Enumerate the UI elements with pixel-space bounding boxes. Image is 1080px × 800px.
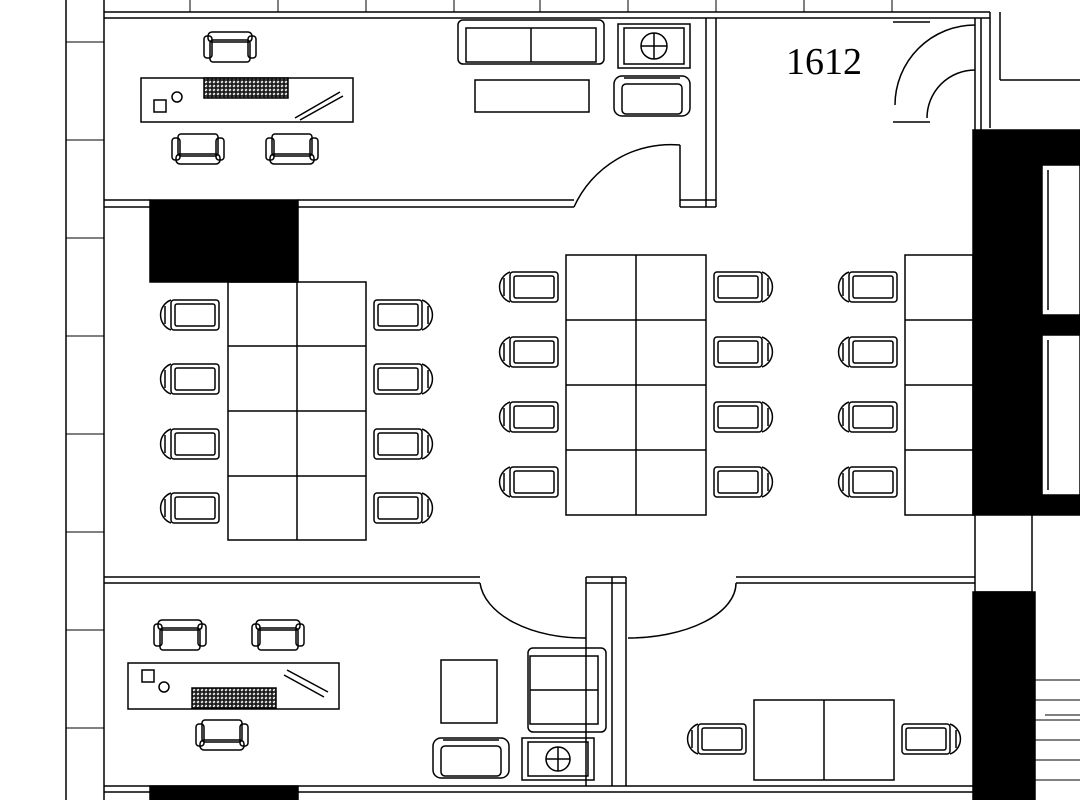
right-core <box>893 12 1080 800</box>
bottom-wall <box>104 785 975 800</box>
top-wall <box>104 0 990 19</box>
workstations-right <box>837 254 974 516</box>
bottom-left-office <box>127 619 607 781</box>
partitions <box>104 18 975 786</box>
left-window-wall <box>65 0 105 800</box>
workstations-left <box>159 281 434 541</box>
bottom-right-meeting <box>686 699 962 781</box>
room-number-label: 1612 <box>786 41 862 83</box>
top-office <box>140 19 691 165</box>
workstations-center <box>498 254 774 516</box>
